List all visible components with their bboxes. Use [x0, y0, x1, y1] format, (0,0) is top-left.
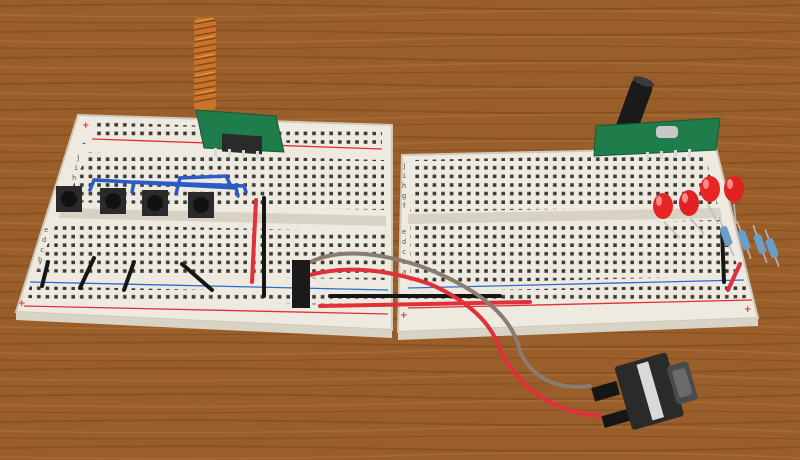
left-top-plus-mark: +: [82, 121, 90, 131]
black-jumpers: [40, 196, 726, 298]
black-jumper-7: [720, 228, 726, 284]
left-row-e: e: [44, 226, 48, 234]
receiver-pcb: [593, 117, 721, 157]
right-bottom-plus-mark-end: +: [744, 305, 752, 315]
right-bottom-plus-mark: +: [400, 311, 408, 321]
transmitter-pins: [214, 148, 259, 159]
right-breadboard: + + j i h g f e d c b a: [396, 146, 760, 340]
left-row-b: b: [38, 256, 42, 264]
red-jumpers: [250, 198, 742, 308]
black-jumper-3: [122, 260, 136, 292]
left-row-c: c: [40, 246, 44, 254]
black-jumper-4: [180, 262, 214, 292]
left-row-j: j: [76, 154, 80, 162]
right-row-j: j: [402, 162, 406, 170]
left-row-a: a: [36, 266, 40, 274]
rf-transmitter-module: [193, 17, 285, 159]
resistor-1: [718, 216, 734, 256]
right-row-d: d: [402, 238, 406, 246]
right-row-e: e: [402, 228, 406, 236]
resistors: [718, 216, 780, 268]
led-4: [724, 176, 744, 225]
right-bottom-rail-holes: [408, 284, 750, 306]
rf-receiver-module: [593, 76, 721, 160]
resistor-2: [736, 220, 752, 260]
led-3: [700, 176, 720, 225]
right-row-a: a: [402, 268, 406, 276]
push-button-3: [142, 190, 168, 216]
push-button-2: [100, 188, 126, 214]
left-bottom-rail-red-line: [23, 305, 389, 315]
blue-jumper-3: [174, 174, 232, 196]
led-1: [653, 193, 681, 239]
right-row-f: f: [402, 202, 406, 210]
gray-wire: [298, 251, 592, 389]
right-upper-terminal-holes: [410, 154, 718, 212]
left-top-minus-mark: -: [82, 139, 86, 149]
resistor-4: [764, 228, 780, 268]
black-jumper-2: [78, 256, 96, 290]
red-wire: [304, 267, 602, 418]
blue-jumper-2: [130, 180, 248, 194]
left-bottom-plus-mark: +: [18, 299, 26, 309]
receiver-crystal: [656, 126, 678, 138]
left-board-edge: [16, 312, 392, 338]
ribbon-cable: [298, 251, 602, 418]
power-module: [591, 352, 698, 430]
blue-jumpers: [88, 174, 248, 198]
right-row-i: i: [402, 172, 406, 180]
cable-connector-board: [292, 260, 310, 308]
right-board-edge: [398, 318, 758, 340]
receiver-pins: [646, 149, 691, 160]
push-button-4: [188, 192, 214, 218]
led-2: [679, 190, 705, 235]
red-jumper-2: [318, 300, 532, 308]
red-leds: [653, 176, 744, 239]
right-row-c: c: [402, 248, 406, 256]
red-jumper-1: [250, 198, 258, 284]
push-button-1: [56, 186, 82, 212]
red-jumper-3: [726, 262, 742, 292]
push-buttons: [56, 186, 214, 218]
left-row-h: h: [72, 174, 76, 182]
left-row-d: d: [42, 236, 46, 244]
resistor-3: [752, 224, 768, 264]
black-jumper-1: [40, 260, 50, 288]
left-row-i: i: [74, 164, 78, 172]
right-row-h: h: [402, 182, 406, 190]
left-center-channel: [58, 208, 386, 226]
transmitter-chip: [222, 133, 262, 155]
right-row-g: g: [402, 192, 406, 200]
coil-antenna: [193, 17, 217, 110]
right-lower-terminal-holes: [410, 220, 740, 284]
right-center-channel: [408, 208, 722, 224]
